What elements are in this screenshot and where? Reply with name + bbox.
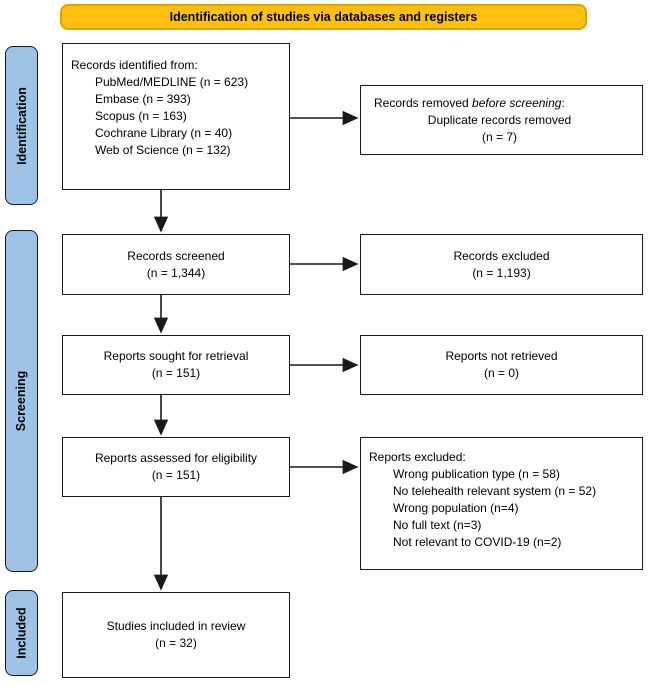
box-title: Reports excluded: — [369, 450, 466, 464]
box-title: Records identified from: — [71, 58, 198, 72]
box-line: Wrong publication type (n = 58) — [393, 467, 560, 481]
box-line: No telehealth relevant system (n = 52) — [393, 484, 597, 498]
box-title: Records removed before screening: — [374, 96, 565, 110]
stage-label-text: Screening — [14, 370, 29, 432]
stage-label-text: Included — [14, 607, 29, 659]
stage-label-identification: Identification — [5, 46, 38, 205]
box-reports-assessed: Reports assessed for eligibility (n = 15… — [62, 437, 290, 497]
box-line: Not relevant to COVID-19 (n=2) — [393, 535, 562, 549]
box-line: (n = 1,344) — [146, 265, 206, 280]
box-line: Reports not retrieved — [445, 349, 558, 363]
box-records-removed: Records removed before screening: Duplic… — [360, 85, 643, 155]
stage-label-included: Included — [5, 590, 38, 676]
box-line: (n = 0) — [483, 366, 519, 380]
box-line: (n = 7) — [481, 130, 517, 144]
box-records-excluded: Records excluded (n = 1,193) — [360, 234, 643, 295]
italic-text: before screening — [472, 96, 562, 110]
box-line: PubMed/MEDLINE (n = 623) — [95, 75, 249, 89]
box-line: Scopus (n = 163) — [95, 109, 187, 123]
box-reports-sought: Reports sought for retrieval (n = 151) — [62, 335, 290, 395]
box-line: (n = 32) — [155, 636, 197, 650]
box-line: (n = 1,193) — [472, 265, 531, 280]
box-studies-included: Studies included in review (n = 32) — [62, 592, 290, 678]
box-line: Records screened — [127, 248, 225, 263]
box-line: Reports assessed for eligibility — [94, 451, 258, 465]
stage-label-text: Identification — [14, 86, 29, 165]
box-line: No full text (n=3) — [393, 518, 482, 532]
box-reports-not-retrieved: Reports not retrieved (n = 0) — [360, 335, 643, 395]
box-records-screened: Records screened (n = 1,344) — [62, 234, 290, 295]
stage-label-screening: Screening — [5, 230, 38, 572]
box-records-identified: Records identified from: PubMed/MEDLINE … — [62, 43, 290, 190]
banner-label: Identification of studies via databases … — [169, 10, 478, 24]
box-line: Records excluded — [453, 248, 550, 263]
box-line: Web of Science (n = 132) — [95, 143, 231, 157]
box-reports-excluded: Reports excluded: Wrong publication type… — [360, 437, 643, 570]
box-line: Cochrane Library (n = 40) — [95, 126, 233, 140]
box-line: Studies included in review — [106, 619, 246, 633]
box-line: (n = 151) — [151, 468, 201, 482]
box-line: (n = 151) — [151, 366, 201, 380]
box-line: Wrong population (n=4) — [393, 501, 519, 515]
box-line: Reports sought for retrieval — [103, 349, 249, 363]
box-line: Embase (n = 393) — [95, 92, 191, 106]
banner: Identification of studies via databases … — [60, 4, 587, 30]
box-line: Duplicate records removed — [427, 113, 572, 127]
